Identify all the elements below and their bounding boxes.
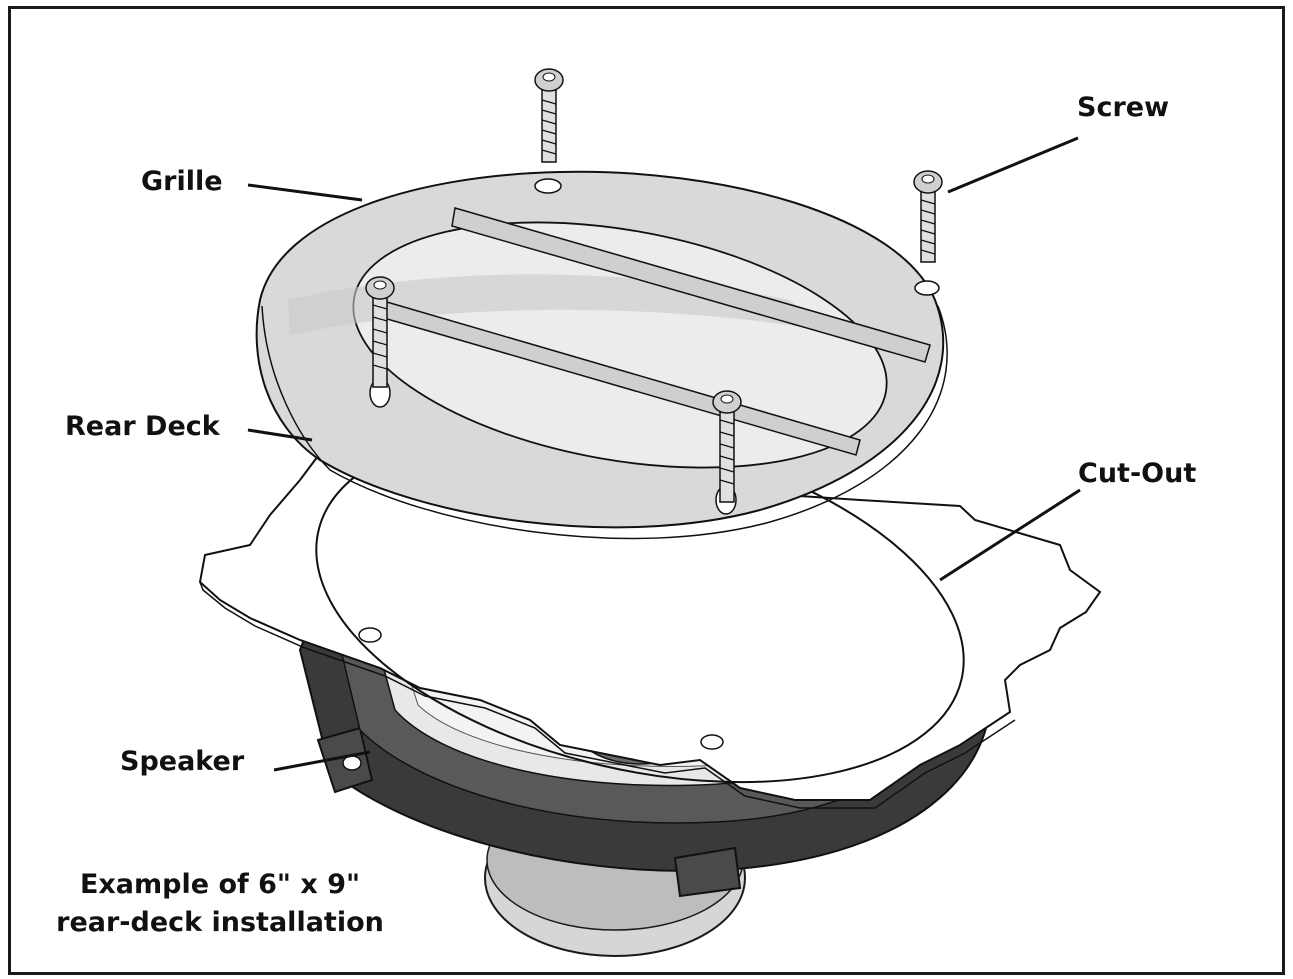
screw-right xyxy=(913,170,943,263)
figure-caption: Example of 6" x 9" rear-deck installatio… xyxy=(30,866,410,942)
caption-line-2: rear-deck installation xyxy=(56,907,384,938)
leader-speaker xyxy=(273,750,371,772)
rear-deck-panel xyxy=(198,402,1102,809)
leader-rear-deck xyxy=(247,428,313,442)
screw-front xyxy=(712,390,742,503)
label-speaker: Speaker xyxy=(120,746,245,777)
leader-lines xyxy=(247,136,1081,772)
caption-line-1: Example of 6" x 9" xyxy=(79,869,361,900)
label-screw: Screw xyxy=(1077,92,1170,123)
screw-left xyxy=(365,276,395,388)
label-grille: Grille xyxy=(141,166,223,197)
leader-grille xyxy=(247,183,363,202)
screw-top xyxy=(534,68,564,163)
leader-screw xyxy=(947,136,1079,194)
grille xyxy=(255,170,948,540)
label-rear-deck: Rear Deck xyxy=(65,411,220,442)
leader-cut-out xyxy=(939,488,1081,582)
label-cut-out: Cut-Out xyxy=(1078,458,1197,489)
